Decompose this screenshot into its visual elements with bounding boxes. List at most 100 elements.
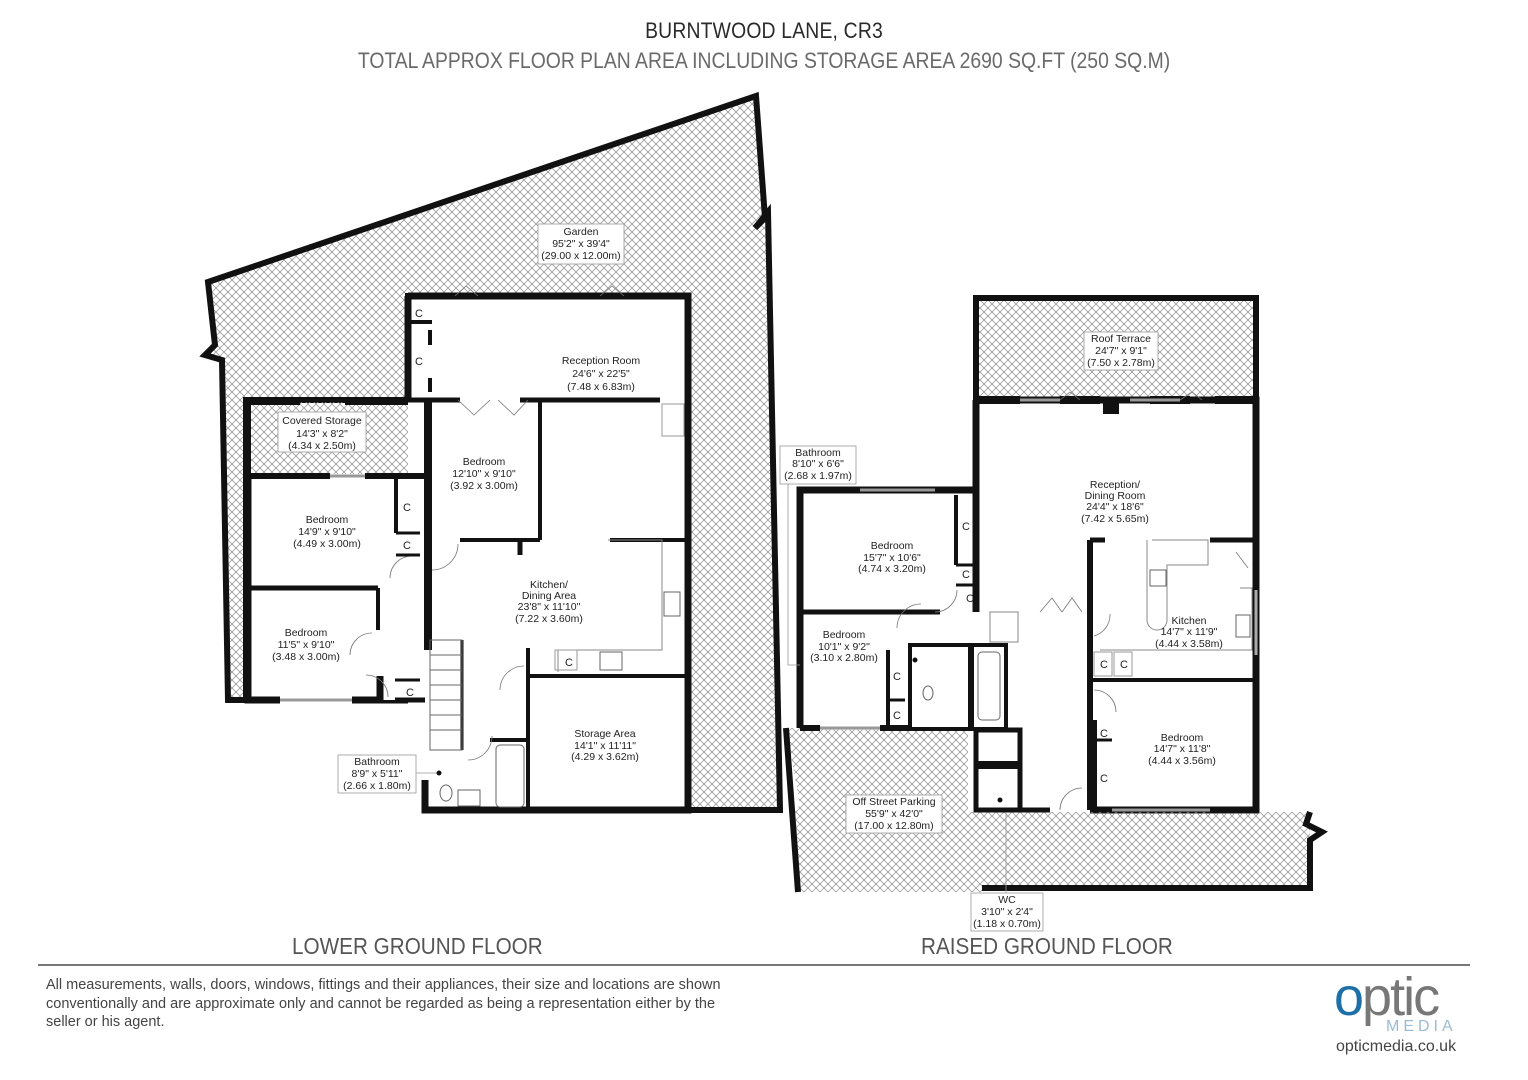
- toilet-icon: [922, 685, 934, 701]
- logo-url: opticmedia.co.uk: [1336, 1038, 1457, 1055]
- raised-ground-floor-label: RAISED GROUND FLOOR: [921, 933, 1173, 959]
- svg-text:11'5" x 9'10": 11'5" x 9'10": [278, 639, 335, 651]
- staircase: [989, 611, 1019, 643]
- svg-text:Off Street Parking: Off Street Parking: [852, 796, 935, 808]
- room-label-kitchen-dining-area: Kitchen/ Dining Area 23'8" x 11'10" (7.2…: [515, 579, 583, 625]
- svg-text:95'2" x 39'4": 95'2" x 39'4": [552, 238, 610, 250]
- room-label-storage-area: Storage Area 14'1" x 11'11" (4.29 x 3.62…: [571, 728, 639, 763]
- svg-text:Bedroom: Bedroom: [871, 540, 914, 552]
- svg-text:8'9" x 5'11": 8'9" x 5'11": [352, 768, 403, 780]
- svg-text:23'8" x 11'10": 23'8" x 11'10": [518, 601, 581, 613]
- cupboard-label: C: [966, 593, 974, 605]
- svg-text:(7.48 x 6.83m): (7.48 x 6.83m): [567, 381, 635, 393]
- svg-text:(4.29 x 3.62m): (4.29 x 3.62m): [571, 751, 639, 763]
- room-label-bedroom: Bedroom 15'7" x 10'6" (4.74 x 3.20m): [858, 540, 926, 575]
- svg-text:24'7" x 9'1": 24'7" x 9'1": [1095, 345, 1147, 357]
- cupboard-label: C: [1100, 773, 1108, 785]
- svg-text:(2.66 x 1.80m): (2.66 x 1.80m): [343, 780, 411, 792]
- room-label-reception-dining-room: Reception/ Dining Room 24'4" x 18'6" (7.…: [1081, 479, 1149, 525]
- svg-text:(29.00 x 12.00m): (29.00 x 12.00m): [541, 250, 620, 262]
- svg-text:Reception Room: Reception Room: [562, 355, 640, 367]
- svg-text:14'3" x 8'2": 14'3" x 8'2": [296, 428, 348, 440]
- svg-text:(1.18 x 0.70m): (1.18 x 0.70m): [973, 918, 1041, 930]
- room-label-garden: Garden 95'2" x 39'4" (29.00 x 12.00m): [537, 223, 625, 265]
- svg-text:14'1" x 11'11": 14'1" x 11'11": [574, 740, 636, 752]
- svg-text:Kitchen/: Kitchen/: [530, 579, 568, 591]
- cupboard-label: C: [893, 710, 901, 722]
- cupboard-label: C: [1100, 659, 1108, 671]
- room-label-roof-terrace: Roof Terrace 24'7" x 9'1" (7.50 x 2.78m): [1083, 331, 1159, 371]
- svg-text:WC: WC: [998, 894, 1016, 906]
- svg-text:Kitchen: Kitchen: [1171, 615, 1206, 627]
- room-label-bedroom: Bedroom 12'10" x 9'10" (3.92 x 3.00m): [450, 456, 518, 492]
- svg-text:Bedroom: Bedroom: [306, 514, 349, 526]
- svg-text:24'6" x 22'5": 24'6" x 22'5": [572, 368, 630, 380]
- room-label-reception-room: Reception Room 24'6" x 22'5" (7.48 x 6.8…: [562, 355, 640, 393]
- svg-text:(17.00 x 12.80m): (17.00 x 12.80m): [854, 820, 933, 832]
- svg-text:Dining Area: Dining Area: [522, 590, 576, 602]
- svg-text:15'7" x 10'6": 15'7" x 10'6": [863, 552, 921, 564]
- room-label-bedroom: Bedroom 10'1" x 9'2" (3.10 x 2.80m): [810, 629, 878, 664]
- room-label-bedroom: Bedroom 14'7" x 11'8" (4.44 x 3.56m): [1148, 732, 1216, 767]
- svg-text:(4.44 x 3.56m): (4.44 x 3.56m): [1148, 755, 1216, 767]
- cupboard-label: C: [565, 657, 573, 669]
- logo-subtext: MEDIA: [1386, 1018, 1457, 1035]
- cupboard-label: C: [1120, 659, 1128, 671]
- svg-text:(4.74 x 3.20m): (4.74 x 3.20m): [858, 563, 926, 575]
- svg-text:14'9" x 9'10": 14'9" x 9'10": [298, 526, 356, 538]
- off-street-parking-area: [786, 728, 1310, 892]
- cupboard-label: C: [406, 687, 414, 699]
- svg-text:(4.34 x 2.50m): (4.34 x 2.50m): [288, 440, 356, 452]
- sink-icon: [1235, 614, 1251, 638]
- svg-text:(7.42 x 5.65m): (7.42 x 5.65m): [1081, 513, 1149, 525]
- staircase: [429, 639, 463, 751]
- cupboard-label: C: [962, 521, 970, 533]
- cupboard-label: C: [415, 308, 423, 320]
- svg-text:(7.50 x 2.78m): (7.50 x 2.78m): [1087, 357, 1155, 369]
- svg-text:Dining Room: Dining Room: [1085, 490, 1146, 502]
- bath-icon: [977, 651, 1001, 721]
- hob-icon: [599, 651, 623, 671]
- bath-icon: [495, 744, 525, 808]
- svg-text:24'4" x 18'6": 24'4" x 18'6": [1086, 501, 1144, 513]
- svg-text:(4.44 x 3.58m): (4.44 x 3.58m): [1155, 638, 1223, 650]
- cupboard-label: C: [893, 671, 901, 683]
- sink-icon: [663, 591, 681, 617]
- svg-text:(3.48 x 3.00m): (3.48 x 3.00m): [272, 651, 340, 663]
- svg-text:Bathroom: Bathroom: [795, 447, 841, 459]
- svg-text:Garden: Garden: [563, 226, 598, 238]
- room-label-bathroom: Bathroom 8'10" x 6'6" (2.68 x 1.97m): [779, 445, 857, 666]
- optic-media-logo: optic MEDIA opticmedia.co.uk: [1330, 967, 1480, 1062]
- page-subtitle: TOTAL APPROX FLOOR PLAN AREA INCLUDING S…: [357, 48, 1171, 73]
- svg-text:(3.10 x 2.80m): (3.10 x 2.80m): [810, 652, 878, 664]
- svg-text:Roof Terrace: Roof Terrace: [1091, 333, 1151, 345]
- room-label-off-street-parking: Off Street Parking 55'9" x 42'0" (17.00 …: [845, 794, 943, 834]
- room-label-kitchen: Kitchen 14'7" x 11'9" (4.44 x 3.58m): [1155, 615, 1223, 650]
- svg-text:(4.49 x 3.00m): (4.49 x 3.00m): [293, 538, 361, 550]
- svg-text:(3.92 x 3.00m): (3.92 x 3.00m): [450, 480, 518, 492]
- disclaimer-text: All measurements, walls, doors, windows,…: [46, 977, 721, 1030]
- cupboard-label: C: [962, 569, 970, 581]
- room-label-bedroom: Bedroom 14'9" x 9'10" (4.49 x 3.00m): [293, 514, 361, 550]
- svg-text:3'10" x 2'4": 3'10" x 2'4": [981, 906, 1033, 918]
- room-label-wc: WC 3'10" x 2'4" (1.18 x 0.70m): [970, 812, 1044, 932]
- svg-text:(2.68 x 1.97m): (2.68 x 1.97m): [784, 470, 852, 482]
- floor-plan-drawing: C C C C C C Garden 95'2" x 39'4" (29.00 …: [199, 91, 1328, 932]
- room-label-bedroom: Bedroom 11'5" x 9'10" (3.48 x 3.00m): [272, 627, 340, 663]
- svg-text:Reception/: Reception/: [1090, 479, 1140, 491]
- logo-wordmark: optic: [1334, 967, 1440, 1027]
- svg-text:10'1" x 9'2": 10'1" x 9'2": [818, 641, 870, 653]
- cupboard-label: C: [1100, 728, 1108, 740]
- basin-icon: [457, 789, 481, 807]
- svg-text:(7.22 x 3.60m): (7.22 x 3.60m): [515, 613, 583, 625]
- lower-ground-floor-label: LOWER GROUND FLOOR: [292, 933, 543, 959]
- toilet-icon: [439, 784, 453, 802]
- svg-text:Bathroom: Bathroom: [354, 756, 400, 768]
- footer-divider: [38, 964, 1470, 966]
- cupboard-label: C: [403, 502, 411, 514]
- svg-text:55'9" x 42'0": 55'9" x 42'0": [865, 808, 923, 820]
- svg-text:14'7" x 11'8": 14'7" x 11'8": [1154, 743, 1211, 755]
- page-title: BURNTWOOD LANE, CR3: [645, 18, 883, 43]
- svg-text:Bedroom: Bedroom: [285, 627, 328, 639]
- lower-ground-floor-plan: C C C C C C Garden 95'2" x 39'4" (29.00 …: [199, 91, 784, 814]
